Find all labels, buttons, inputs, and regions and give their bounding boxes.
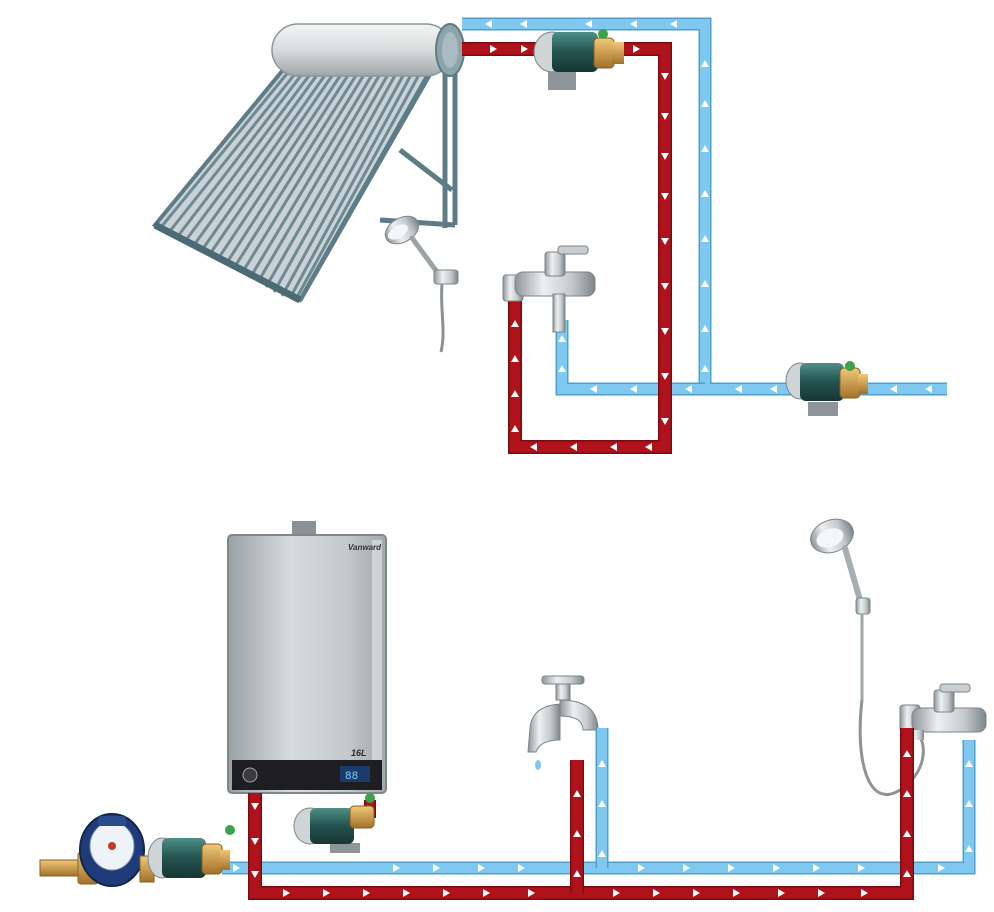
heater-knob — [242, 767, 258, 783]
storage-tank — [271, 23, 465, 77]
flow-arrows-top — [485, 20, 932, 451]
heater-display-readout: 88 — [345, 771, 358, 783]
booster-pump-icon — [785, 361, 868, 416]
water-meter-icon — [39, 813, 155, 887]
cold-water-pipe-bottom — [222, 728, 976, 875]
heater-capacity-label: 16L — [351, 748, 367, 758]
solar-water-heater-icon — [151, 23, 465, 304]
cold-water-pipe-top — [462, 17, 947, 396]
bib-tap-icon — [527, 675, 599, 770]
booster-pump-icon — [147, 825, 235, 879]
hand-shower-icon — [384, 215, 459, 353]
heater-brand-label: Vanward — [348, 543, 382, 552]
booster-pump-icon — [533, 29, 624, 90]
hand-shower-icon — [810, 518, 925, 796]
flow-arrows-bottom — [233, 750, 973, 897]
gas-water-heater-icon: Vanward 16L 88 — [227, 521, 387, 794]
vacuum-tubes — [160, 61, 428, 300]
shower-mixer-tap-icon — [502, 245, 596, 333]
shower-mixer-tap-icon — [899, 683, 987, 740]
booster-pump-icon — [293, 793, 375, 853]
